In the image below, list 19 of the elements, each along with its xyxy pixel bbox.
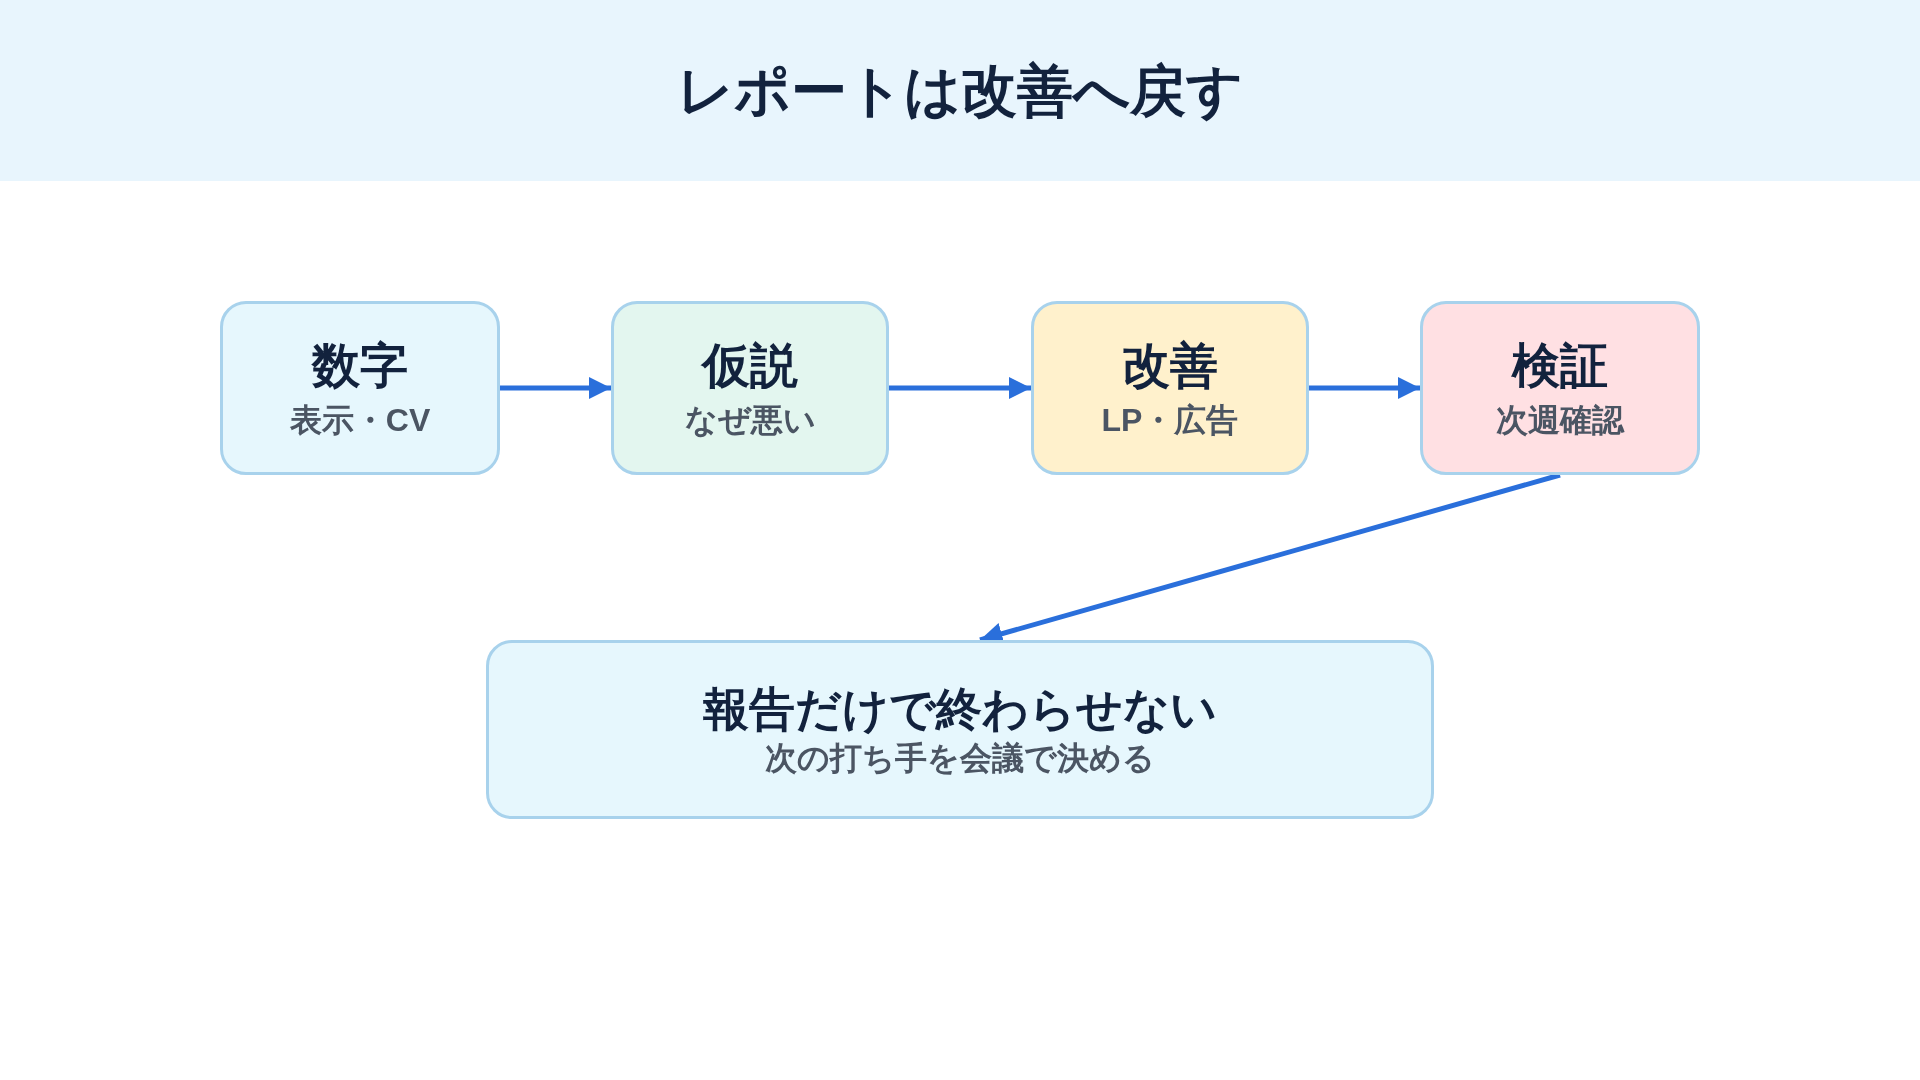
- process-box: [611, 301, 889, 475]
- title: レポートは改善へ戻す: [677, 57, 1243, 124]
- box-subtext: 次週確認: [1496, 401, 1624, 440]
- box-heading: 仮説: [702, 338, 798, 394]
- process-box: [1031, 301, 1309, 475]
- box-heading: 報告だけで終わらせない: [703, 681, 1217, 737]
- arrow: [889, 376, 1031, 400]
- arrow: [500, 376, 611, 400]
- process-box: [486, 640, 1434, 819]
- box-subtext: なぜ悪い: [684, 401, 816, 440]
- process-box: [220, 301, 500, 475]
- box-subtext: 次の打ち手を会議で決める: [765, 739, 1155, 779]
- process-box: [1420, 301, 1700, 475]
- box-heading: 数字: [312, 338, 408, 394]
- box-subtext: LP・広告: [1101, 401, 1239, 440]
- box-heading: 検証: [1512, 338, 1608, 394]
- box-subtext: 表示・CV: [289, 401, 431, 440]
- box-heading: 改善: [1122, 338, 1218, 394]
- arrow: [1309, 376, 1420, 400]
